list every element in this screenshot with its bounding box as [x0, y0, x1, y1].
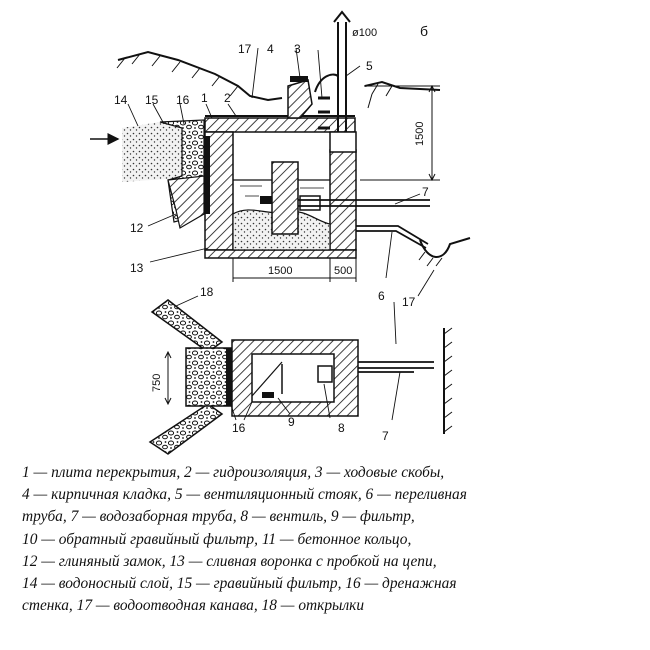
plan-valve	[317, 365, 333, 383]
legend-line-4: 10 — обратный гравийный фильтр, 11 — бет…	[22, 530, 412, 548]
callout-4: 4	[267, 42, 274, 56]
plan-view: 750 18 16 9 8 7	[148, 285, 453, 455]
dim-width-inner: 1500	[268, 265, 292, 277]
plan-drainage-wall	[226, 348, 234, 406]
shaft-bottom	[204, 249, 357, 259]
ground-hatch	[116, 53, 239, 97]
callout-7-plan: 7	[382, 429, 389, 443]
plan-filter	[262, 392, 274, 398]
vent-curve	[314, 73, 339, 93]
plan-gravel	[185, 347, 233, 407]
dim-height: 1500	[414, 122, 426, 146]
callout-2: 2	[224, 91, 231, 105]
overflow-pipe	[356, 225, 429, 245]
callout-16-plan: 16	[232, 421, 246, 435]
legend-line-5: 12 — глиняный замок, 13 — сливная воронк…	[22, 552, 437, 570]
callout-8: 8	[338, 421, 345, 435]
callout-17-top: 17	[238, 42, 252, 56]
valve-body	[299, 195, 321, 211]
section-label: б	[420, 23, 428, 39]
dim-pipe-diameter: ø100	[352, 27, 377, 39]
legend-line-2: 4 — кирпичная кладка, 5 — вентиляционный…	[22, 486, 467, 504]
callout-1: 1	[201, 91, 208, 105]
wing-top	[150, 299, 224, 353]
callout-3: 3	[294, 42, 301, 56]
callout-9: 9	[288, 415, 295, 429]
drainage-wall	[204, 136, 210, 214]
callout-15: 15	[145, 93, 159, 107]
drain-ditch	[419, 237, 471, 258]
clay-lock	[167, 175, 205, 229]
brick-masonry	[287, 79, 313, 119]
callout-17-right: 17	[402, 295, 416, 309]
filter-body	[271, 161, 299, 235]
aquifer-layer	[122, 122, 182, 182]
well-diagram: 1500 1500 500 ø100 б 17 4 3 5 14 15 16 1…	[90, 10, 471, 455]
callout-14: 14	[114, 93, 128, 107]
callout-18: 18	[200, 285, 214, 299]
callout-6: 6	[378, 289, 385, 303]
legend-line-3: труба, 7 — водозаборная труба, 8 — венти…	[22, 508, 415, 526]
cover-slab	[204, 117, 356, 133]
callout-7-top: 7	[422, 185, 429, 199]
legend-line-6: 14 — водоносный слой, 15 — гравийный фил…	[22, 575, 457, 593]
callout-12: 12	[130, 221, 144, 235]
dim-plan-width: 750	[151, 374, 163, 392]
legend-line-1: 1 — плита перекрытия, 2 — гидроизоляция,…	[22, 464, 445, 481]
step-rungs	[318, 96, 330, 130]
ground-right	[364, 80, 441, 91]
ground-line	[117, 50, 283, 102]
callout-5: 5	[366, 59, 373, 73]
legend-line-7: стенка, 17 — водоотводная канава, 18 — о…	[22, 597, 365, 615]
shaft-neck	[329, 131, 357, 153]
section-view: 1500 1500 500 ø100 б 17 4 3 5 14 15 16 1…	[90, 10, 471, 309]
callout-16-top: 16	[176, 93, 190, 107]
vent-cap	[333, 10, 351, 23]
wing-bottom	[148, 403, 224, 455]
legend: 1 — плита перекрытия, 2 — гидроизоляция,…	[22, 462, 634, 617]
callout-13: 13	[130, 261, 144, 275]
dim-width-wall: 500	[334, 265, 352, 277]
brick-cap	[290, 76, 308, 82]
